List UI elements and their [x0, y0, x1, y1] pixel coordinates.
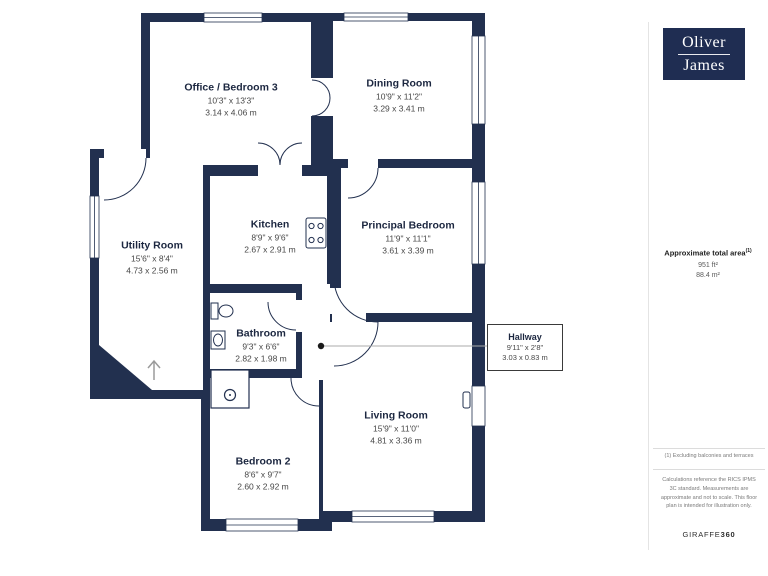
room-name: Bedroom 2: [235, 455, 291, 468]
room-size-metric: 3.03 x 0.83 m: [502, 353, 548, 363]
disclaimer-text: Calculations reference the RICS IPMS 3C …: [660, 477, 758, 510]
room-size-imperial: 10'9" x 11'2": [375, 90, 422, 101]
brand-regular: GIRAFFE: [682, 530, 721, 539]
entrance-door-icon: [462, 385, 486, 427]
footnote-divider: [653, 448, 765, 449]
giraffe360-brand: GIRAFFE360: [650, 530, 768, 539]
room-label-hallway: Hallway 9'11" x 2'8" 3.03 x 0.83 m: [487, 324, 563, 371]
room-size-metric: 2.60 x 2.92 m: [237, 480, 289, 491]
room-label-kitchen: Kitchen 8'9" x 9'6" 2.67 x 2.91 m: [244, 218, 296, 255]
room-size-metric: 2.82 x 1.98 m: [235, 352, 287, 363]
area-footnote: (1) Excluding balconies and terraces: [664, 453, 754, 459]
room-label-office-bedroom-3: Office / Bedroom 3 10'3" x 13'3" 3.14 x …: [184, 81, 277, 118]
room-size-imperial: 8'6" x 9'7": [244, 468, 282, 479]
logo-line-1: Oliver: [682, 33, 726, 51]
door-swing-icons: [103, 79, 379, 407]
total-area-ft: 951 ft²: [698, 261, 718, 269]
total-area-block: Approximate total area(1) 951 ft² 88.4 m…: [650, 248, 766, 282]
room-name: Utility Room: [121, 239, 183, 252]
room-size-imperial: 11'9" x 11'1": [385, 232, 431, 243]
room-size-metric: 4.81 x 3.36 m: [370, 434, 422, 445]
room-name: Principal Bedroom: [361, 219, 455, 232]
total-area-superscript: (1): [745, 248, 752, 254]
room-label-principal-bedroom: Principal Bedroom 11'9" x 11'1" 3.61 x 3…: [361, 219, 454, 256]
room-label-dining-room: Dining Room 10'9" x 11'2" 3.29 x 3.41 m: [366, 77, 431, 114]
total-area-label-text: Approximate total area: [664, 248, 746, 258]
logo-rule: [678, 53, 730, 55]
floorplan-room-areas: [99, 21, 472, 519]
entry-arrow-icon: [147, 359, 161, 380]
room-size-imperial: 15'9" x 11'0": [373, 422, 419, 433]
room-name: Living Room: [364, 409, 428, 422]
oliver-james-logo: Oliver James: [663, 28, 745, 80]
room-label-bedroom-2: Bedroom 2 8'6" x 9'7" 2.60 x 2.92 m: [236, 455, 291, 492]
room-size-metric: 3.29 x 3.41 m: [373, 102, 425, 113]
room-label-bathroom: Bathroom 9'3" x 6'6" 2.82 x 1.98 m: [235, 327, 287, 364]
room-size-metric: 3.61 x 3.39 m: [382, 244, 434, 255]
room-size-metric: 2.67 x 2.91 m: [244, 243, 296, 254]
room-name: Kitchen: [250, 218, 290, 231]
room-size-imperial: 15'6" x 8'4": [131, 252, 173, 263]
room-size-metric: 4.73 x 2.56 m: [126, 264, 178, 275]
sidebar-divider: [648, 22, 649, 550]
total-area-label: Approximate total area(1): [650, 248, 766, 258]
shower-icon: [210, 369, 250, 409]
room-name: Dining Room: [366, 77, 432, 90]
hallway-leader: [317, 342, 487, 350]
room-size-imperial: 9'11" x 2'8": [506, 343, 544, 353]
room-name: Office / Bedroom 3: [184, 81, 278, 94]
room-name: Hallway: [508, 331, 542, 342]
disclaimer-divider: [653, 469, 765, 470]
sink-icon: [210, 330, 226, 350]
room-size-imperial: 9'3" x 6'6": [242, 340, 280, 351]
logo-line-2: James: [683, 56, 725, 74]
hallway-dot: [317, 342, 325, 350]
room-size-imperial: 8'9" x 9'6": [251, 231, 289, 242]
room-size-imperial: 10'3" x 13'3": [207, 94, 255, 105]
room-label-living-room: Living Room 15'9" x 11'0" 4.81 x 3.36 m: [364, 409, 428, 446]
room-label-utility-room: Utility Room 15'6" x 8'4" 4.73 x 2.56 m: [121, 239, 183, 276]
room-size-metric: 3.14 x 4.06 m: [205, 106, 257, 117]
window-icons: [89, 12, 486, 532]
stove-icon: [305, 217, 327, 249]
total-area-m: 88.4 m²: [696, 272, 720, 280]
room-name: Bathroom: [236, 327, 286, 340]
brand-bold: 360: [720, 530, 736, 539]
toilet-icon: [210, 302, 234, 320]
